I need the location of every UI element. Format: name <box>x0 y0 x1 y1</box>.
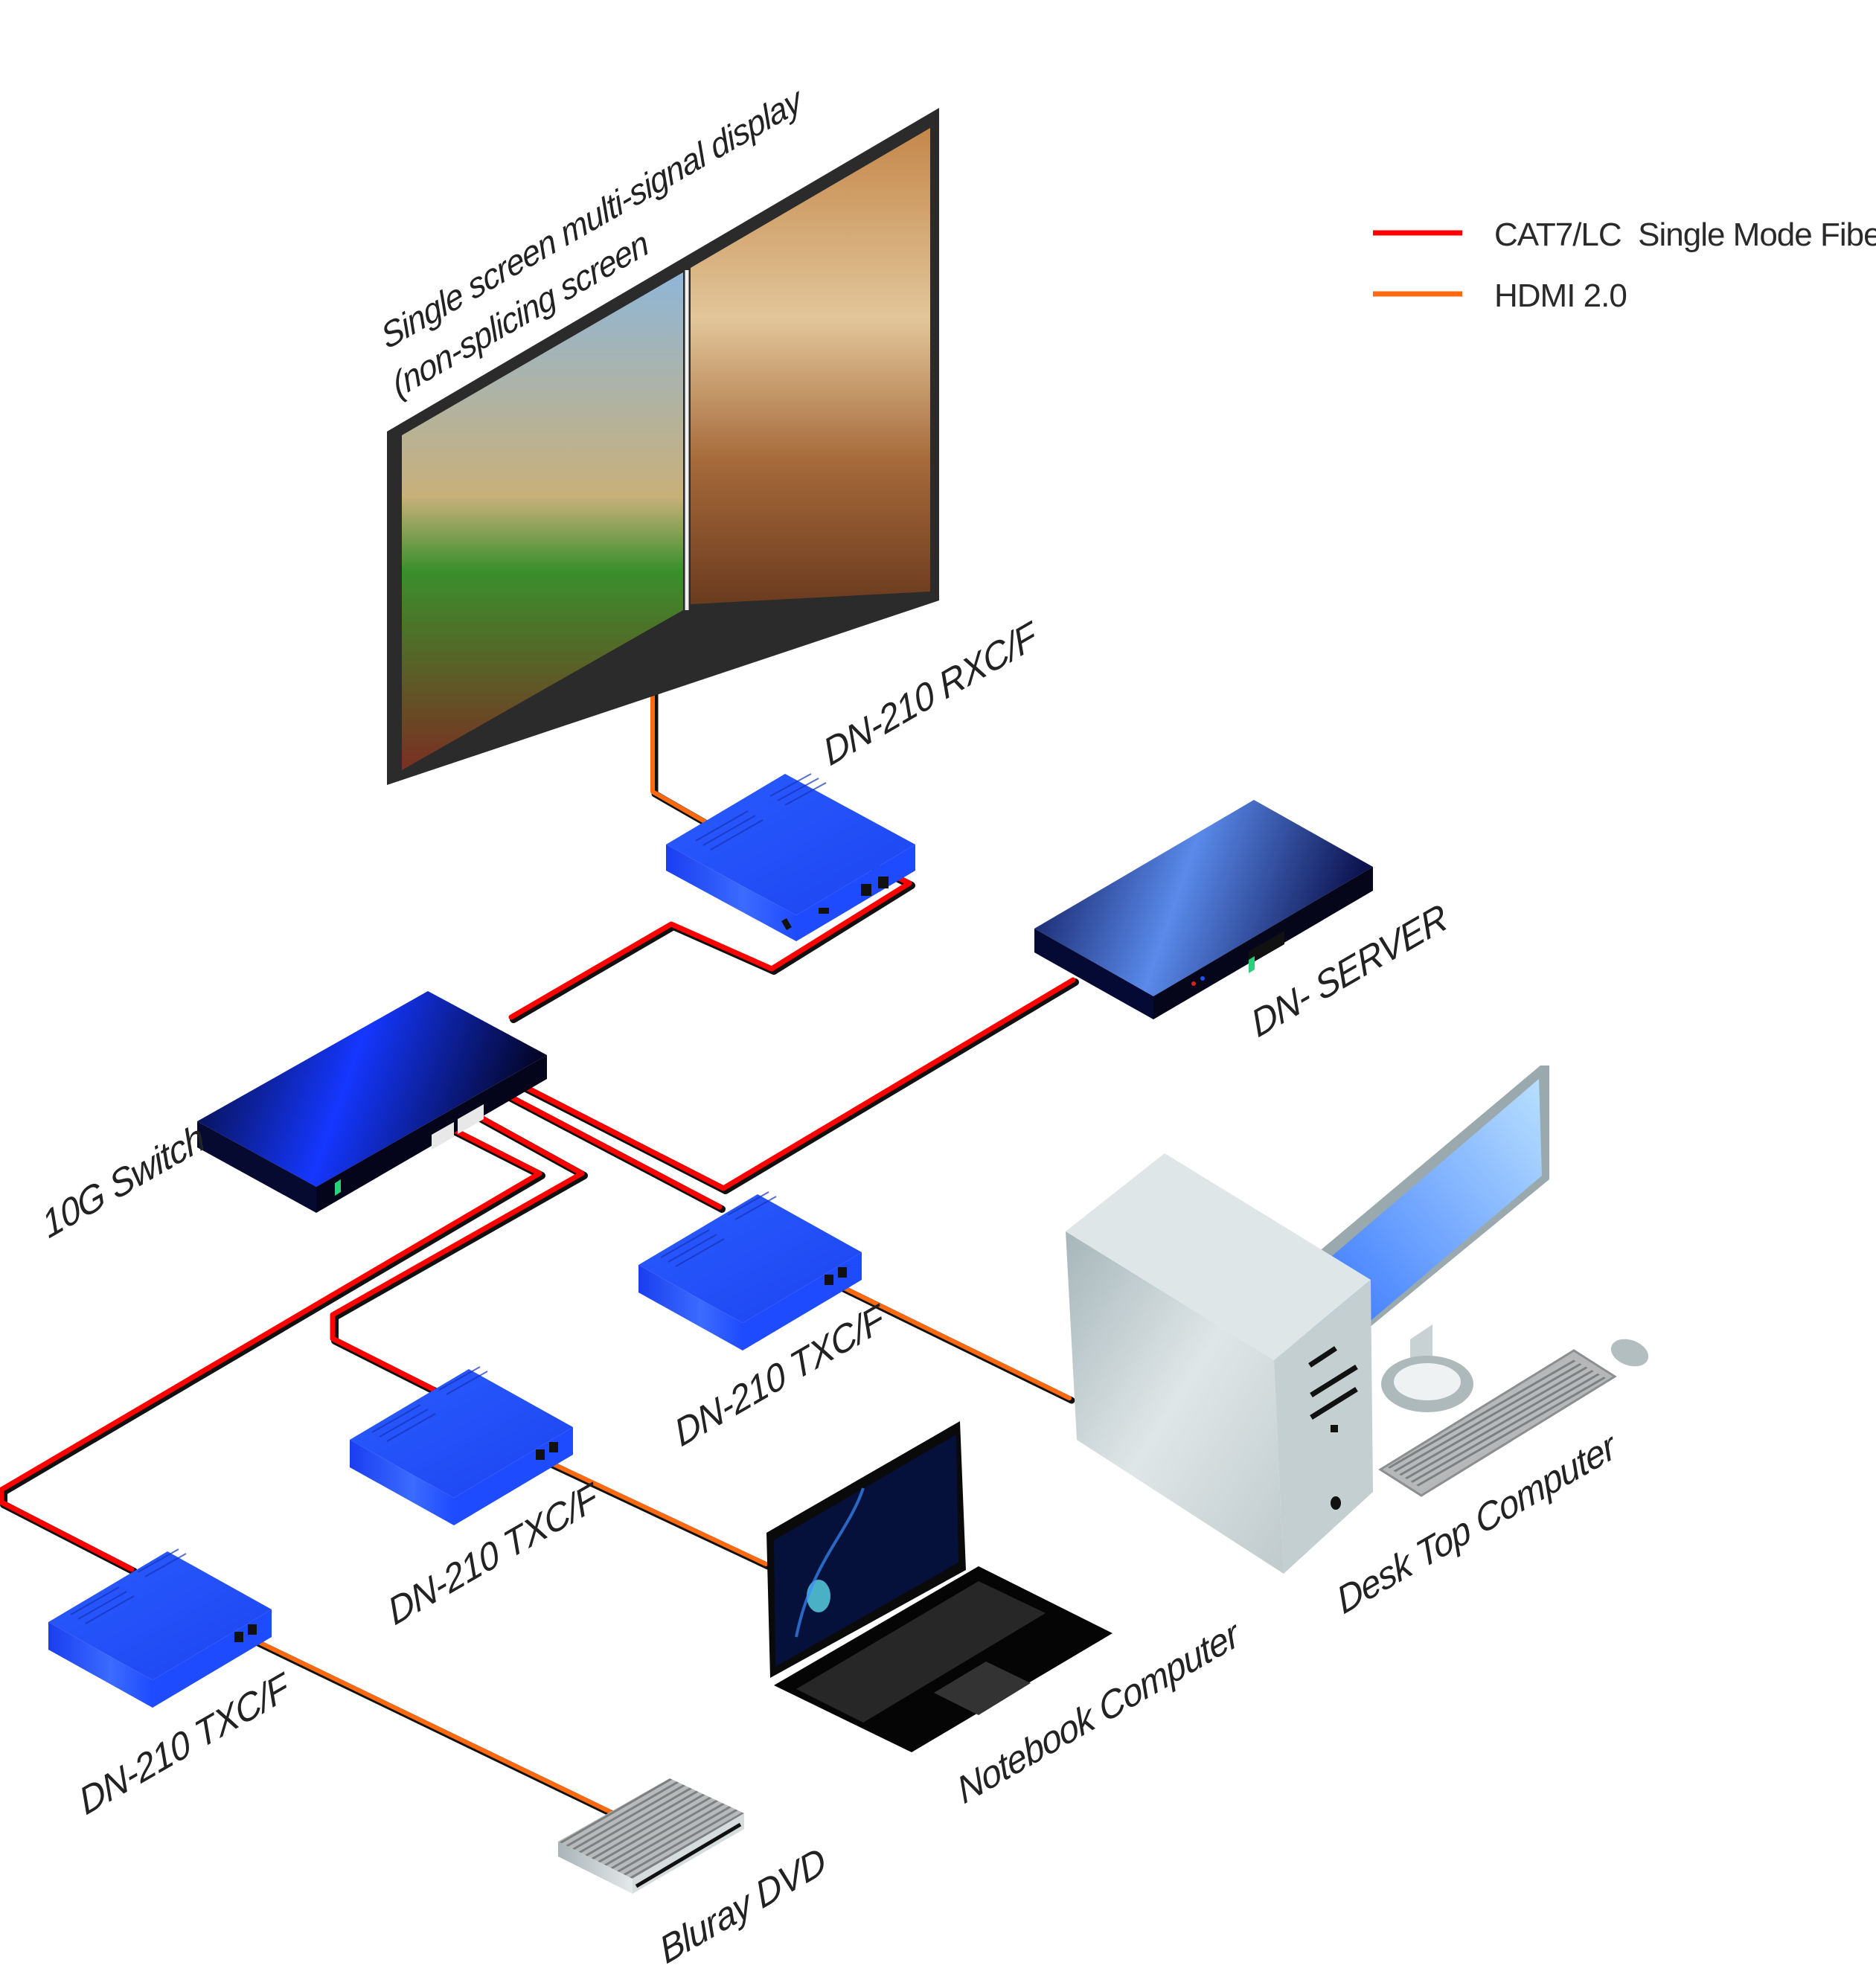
tx1-device[interactable] <box>638 1191 862 1350</box>
switch-label: 10G Switch <box>36 1115 209 1247</box>
fiber-cable-switch-tx3 <box>0 1122 545 1575</box>
desktop-tower <box>1066 1153 1373 1574</box>
switch-ports <box>432 1104 484 1150</box>
server-device[interactable] <box>1034 800 1373 1019</box>
hdmi-cable-tx3-bluray <box>241 1632 616 1818</box>
receiver-label: DN-210 RXC/F <box>818 612 1044 774</box>
tx3-device[interactable] <box>48 1548 272 1708</box>
server-logo-mark <box>1249 956 1255 973</box>
notebook-computer[interactable] <box>766 1421 1113 1752</box>
server-led-red <box>1191 981 1196 986</box>
bluray-player[interactable] <box>558 1778 744 1894</box>
legend-hdmi-label: HDMI 2.0 <box>1494 278 1627 314</box>
display-screen: Single screen multi-signal display (non-… <box>377 78 939 785</box>
server-led-blue <box>1200 976 1205 981</box>
desktop-computer[interactable] <box>1066 1066 1652 1574</box>
notebook-keyboard <box>796 1581 1046 1723</box>
switch-device[interactable] <box>197 991 547 1213</box>
receiver-device[interactable] <box>666 773 915 941</box>
server-logo <box>1249 931 1284 965</box>
desktop-mouse <box>1610 1339 1649 1367</box>
display-panel-stadium <box>402 272 683 770</box>
fiber-cable-switch-tx1 <box>505 1092 726 1213</box>
legend: CAT7/LC Single Mode Fiber HDMI 2.0 <box>1373 217 1876 314</box>
fiber-cable-switch-tx2 <box>330 1111 588 1395</box>
display-panel-conference <box>691 128 930 604</box>
desktop-keyboard <box>1378 1349 1617 1497</box>
fiber-cable-server-switch <box>519 977 1079 1194</box>
switch-logo-mark <box>335 1179 341 1196</box>
hdmi-cable-tx2-notebook <box>539 1456 772 1570</box>
tx2-device[interactable] <box>350 1366 573 1525</box>
legend-fiber-label: CAT7/LC Single Mode Fiber <box>1494 217 1876 253</box>
hdmi-cable-tx1-desktop <box>831 1281 1075 1404</box>
notebook-touchpad <box>934 1662 1031 1715</box>
